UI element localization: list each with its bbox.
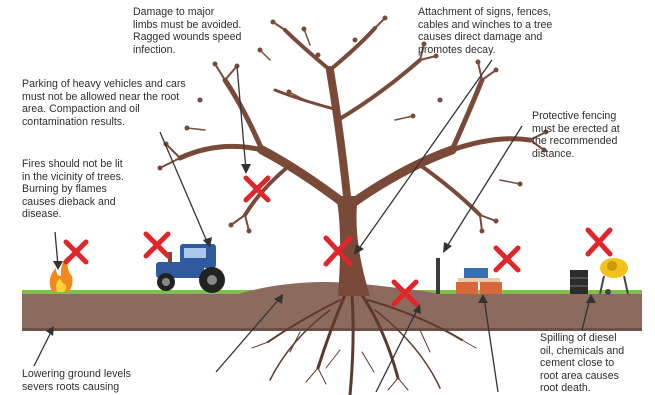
vehicle-parking-note: Parking of heavy vehicles and cars must … <box>22 78 186 128</box>
pointer-signs <box>358 60 492 250</box>
cross-mark-icon <box>496 248 518 270</box>
ground-levels-note: Lowering ground levels severs roots caus… <box>22 368 131 393</box>
cross-mark-icon <box>588 230 610 254</box>
fires-note: Fires should not be lit in the vicinity … <box>22 158 124 221</box>
oil-drum-icon <box>570 270 588 294</box>
pointer-levels <box>34 330 52 366</box>
cross-mark-icon <box>66 242 86 262</box>
pointer-fires <box>55 232 58 266</box>
cement-mixer-icon <box>600 258 628 295</box>
diesel-spill-note: Spilling of diesel oil, chemicals and ce… <box>540 332 624 395</box>
protective-fencing-note: Protective fencing must be erected at th… <box>532 110 620 160</box>
cross-mark-icon <box>146 234 168 256</box>
signs-attachment-note: Attachment of signs, fences, cables and … <box>418 6 552 56</box>
limbs-damage-note: Damage to major limbs must be avoided. R… <box>133 6 241 56</box>
fence-post-icon <box>436 258 440 294</box>
